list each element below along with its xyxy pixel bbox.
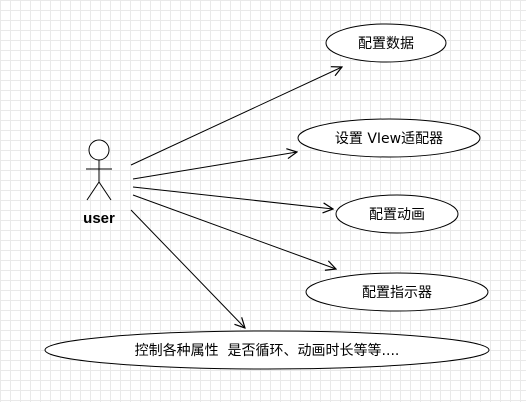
use-case-uc2[interactable]: 设置 VIew适配器 bbox=[297, 118, 481, 158]
use-case-ellipse bbox=[297, 118, 481, 158]
use-case-uc4[interactable]: 配置指示器 bbox=[305, 272, 489, 312]
use-case-label: 设置 VIew适配器 bbox=[335, 131, 443, 147]
use-case-ellipse bbox=[305, 272, 489, 312]
actor-user[interactable]: user bbox=[83, 139, 115, 227]
use-case-uc5[interactable]: 控制各种属性 是否循环、动画时长等等.... bbox=[44, 330, 490, 370]
associations bbox=[130, 67, 342, 328]
association-arrow-uc4 bbox=[132, 194, 336, 269]
use-case-ellipse bbox=[335, 194, 459, 234]
use-case-label: 配置数据 bbox=[358, 36, 414, 52]
actor-label: user bbox=[83, 210, 115, 227]
association-arrow-uc2 bbox=[132, 152, 297, 180]
use-case-uc1[interactable]: 配置数据 bbox=[325, 23, 447, 63]
association-arrow-uc5 bbox=[130, 209, 245, 328]
use-case-ellipse bbox=[44, 330, 490, 370]
use-case-ellipse bbox=[325, 23, 447, 63]
use-case-label: 控制各种属性 是否循环、动画时长等等.... bbox=[135, 342, 400, 359]
association-arrow-uc1 bbox=[130, 67, 342, 166]
use-case-label: 配置指示器 bbox=[362, 285, 432, 301]
association-arrow-uc3 bbox=[132, 186, 333, 209]
use-case-uc3[interactable]: 配置动画 bbox=[335, 194, 459, 234]
use-case-label: 配置动画 bbox=[369, 207, 425, 223]
stick-figure-icon bbox=[86, 139, 112, 201]
